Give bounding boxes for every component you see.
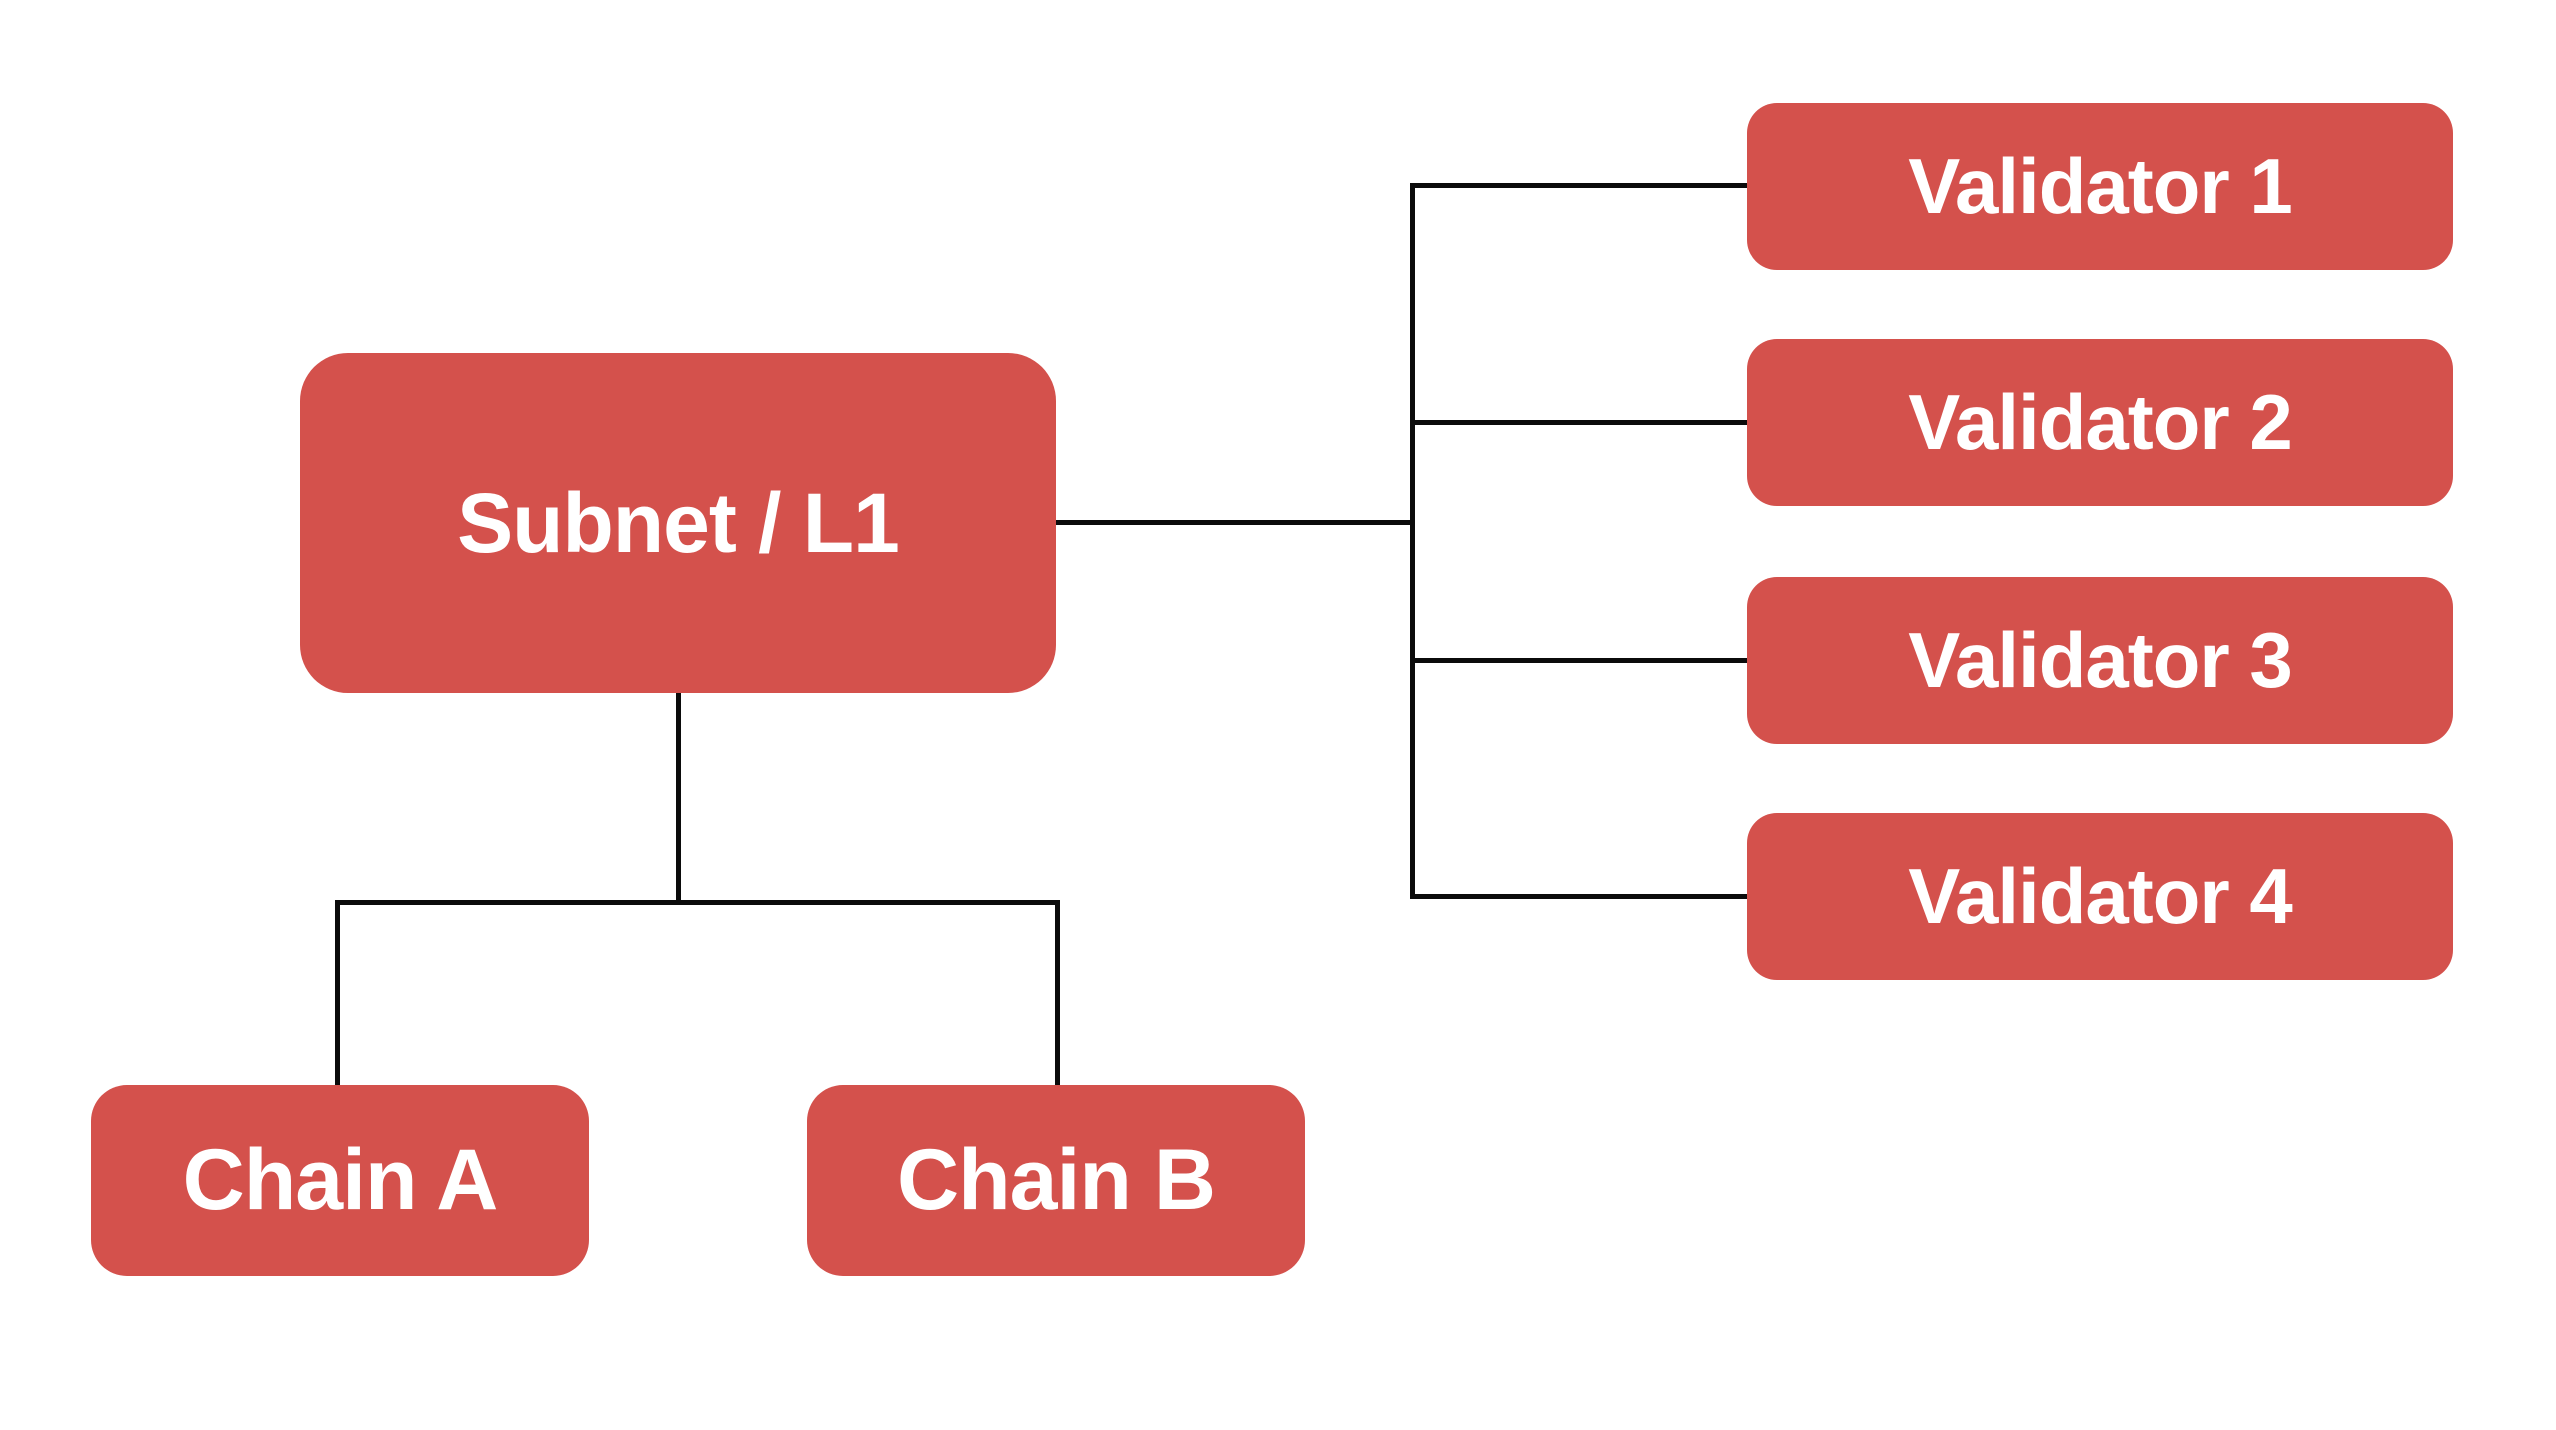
node-subnet-l1: Subnet / L1 <box>300 353 1056 693</box>
node-validator-4-label: Validator 4 <box>1908 852 2292 940</box>
connector-validator-trunk <box>1410 183 1415 899</box>
node-validator-3-label: Validator 3 <box>1908 616 2292 704</box>
node-validator-2: Validator 2 <box>1747 339 2453 506</box>
node-validator-1: Validator 1 <box>1747 103 2453 270</box>
node-chain-b: Chain B <box>807 1085 1305 1276</box>
node-subnet-l1-label: Subnet / L1 <box>457 475 900 570</box>
connector-branch-validator-4 <box>1412 894 1747 899</box>
connector-subnet-to-chains <box>676 693 681 905</box>
connector-branch-validator-3 <box>1412 658 1747 663</box>
node-validator-2-label: Validator 2 <box>1908 378 2292 466</box>
node-validator-3: Validator 3 <box>1747 577 2453 744</box>
node-chain-a: Chain A <box>91 1085 589 1276</box>
node-validator-1-label: Validator 1 <box>1908 142 2292 230</box>
connector-subnet-to-trunk <box>1056 520 1412 525</box>
node-chain-a-label: Chain A <box>182 1132 499 1228</box>
connector-branch-validator-1 <box>1412 183 1747 188</box>
node-validator-4: Validator 4 <box>1747 813 2453 980</box>
node-chain-b-label: Chain B <box>897 1132 1216 1228</box>
connector-drop-chain-a <box>335 900 340 1085</box>
connector-chains-crossbar <box>335 900 1060 905</box>
connector-drop-chain-b <box>1055 900 1060 1085</box>
connector-branch-validator-2 <box>1412 420 1747 425</box>
